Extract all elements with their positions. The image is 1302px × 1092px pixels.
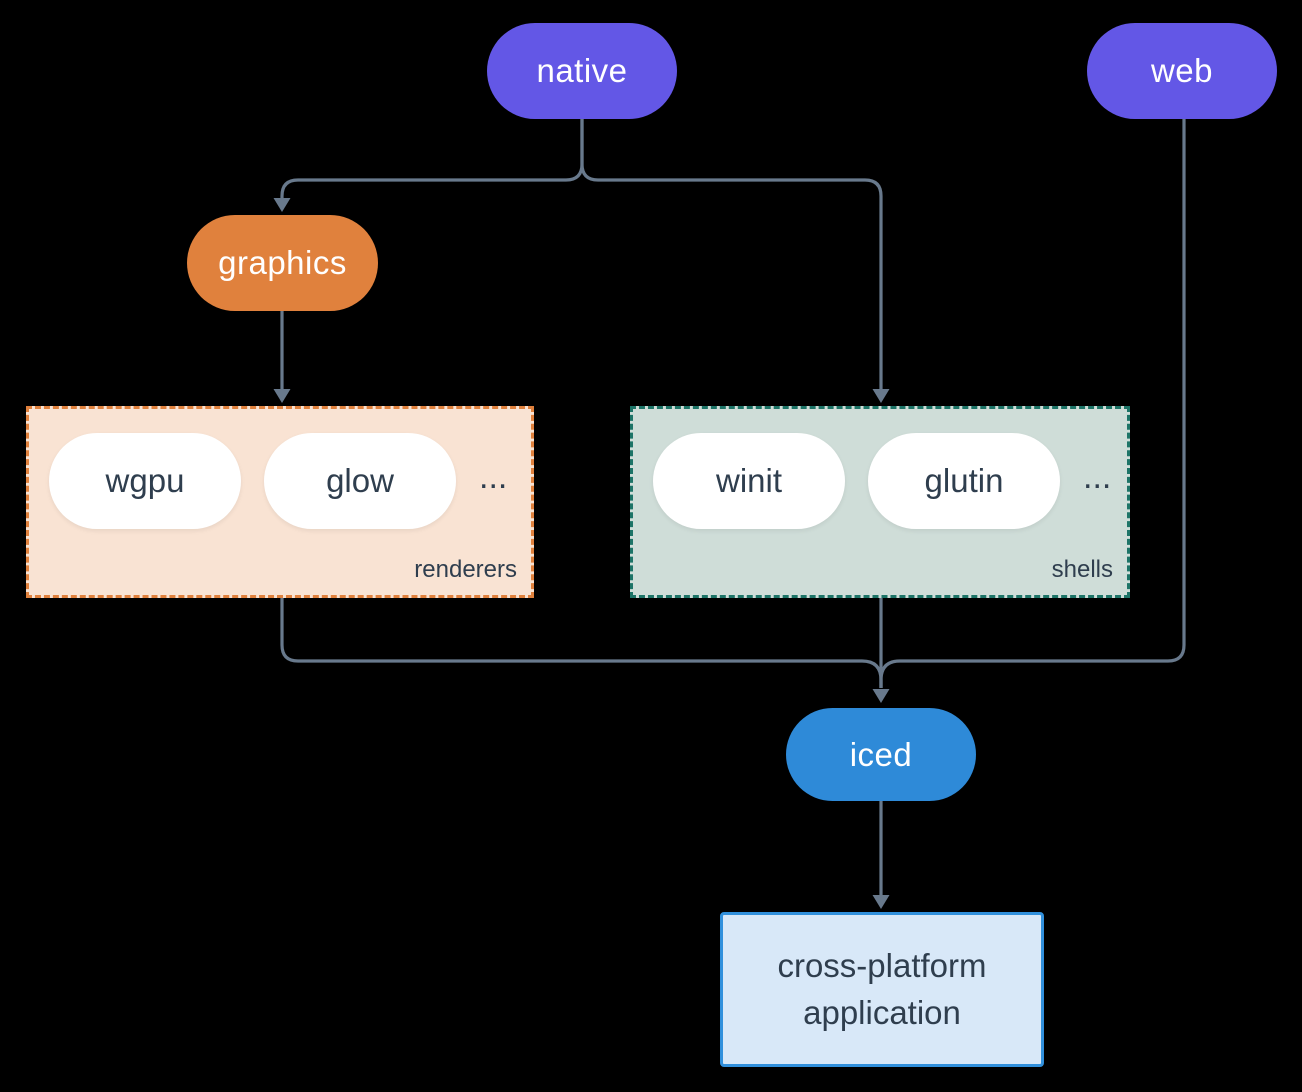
node-wgpu-label: wgpu xyxy=(105,462,185,499)
arrowhead-into-renderers-icon xyxy=(273,389,291,403)
node-native: native xyxy=(487,23,677,119)
arrowhead-into-application-icon xyxy=(872,895,890,909)
node-web: web xyxy=(1087,23,1277,119)
node-iced-label: iced xyxy=(849,735,913,773)
renderers-group-label: renderers xyxy=(414,556,517,583)
node-graphics: graphics xyxy=(187,215,378,311)
shells-pills-row: winit glutin ... xyxy=(633,409,1127,529)
edge-native-to-shells xyxy=(580,119,883,389)
node-glow-label: glow xyxy=(326,462,394,499)
node-glutin-label: glutin xyxy=(924,462,1004,499)
node-wgpu: wgpu xyxy=(49,433,241,529)
group-shells: winit glutin ... shells xyxy=(630,406,1130,598)
arrowhead-into-shells-icon xyxy=(872,389,890,403)
node-iced: iced xyxy=(786,708,976,801)
node-glow: glow xyxy=(264,433,456,529)
edge-web-to-iced xyxy=(879,119,1186,688)
edge-renderers-to-iced xyxy=(280,598,883,688)
node-glutin: glutin xyxy=(868,433,1060,529)
node-winit: winit xyxy=(653,433,845,529)
group-renderers: wgpu glow ... renderers xyxy=(26,406,534,598)
node-native-label: native xyxy=(536,52,628,89)
shells-group-label: shells xyxy=(1051,556,1113,583)
arrowhead-into-iced-icon xyxy=(872,689,890,703)
shells-ellipsis: ... xyxy=(1083,457,1112,496)
node-cross-platform-application: cross-platform application xyxy=(720,912,1044,1067)
node-winit-label: winit xyxy=(715,462,783,499)
edge-native-to-graphics xyxy=(280,119,584,198)
arrowhead-into-graphics-icon xyxy=(273,198,291,212)
renderers-ellipsis: ... xyxy=(479,457,508,496)
node-web-label: web xyxy=(1150,52,1214,89)
node-cross-platform-application-label: cross-platform application xyxy=(777,946,987,1031)
node-graphics-label: graphics xyxy=(218,244,347,281)
renderers-pills-row: wgpu glow ... xyxy=(29,409,531,529)
